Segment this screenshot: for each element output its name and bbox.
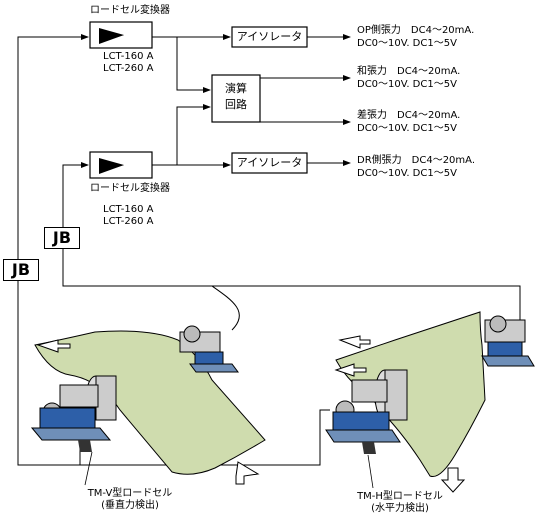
caption-tm-v-line1: TM-V型ロードセル	[87, 488, 173, 499]
converter-model-top-1: LCT-160 A	[103, 51, 154, 62]
output-dr-line1: DR側張力 DC4～20mA.	[357, 155, 476, 166]
output-sum-line2: DC0～10V. DC1～5V	[357, 79, 457, 90]
converter-model-top-2: LCT-260 A	[103, 63, 154, 74]
tm-v-illustration	[30, 325, 266, 485]
junction-box-small: JB	[44, 227, 80, 249]
output-op-line2: DC0～10V. DC1～5V	[357, 38, 457, 49]
converter-title-top: ロードセル変換器	[90, 5, 170, 16]
caption-tm-v-line2: (垂直力検出)	[101, 500, 159, 511]
converter-box-top	[89, 21, 153, 49]
output-dr-line2: DC0～10V. DC1～5V	[357, 168, 457, 179]
isolator-label-bottom: アイソレータ	[236, 156, 303, 169]
tm-h-illustration	[325, 311, 535, 493]
isolator-label-top: アイソレータ	[236, 30, 303, 43]
converter-title-bottom: ロードセル変換器	[90, 183, 170, 194]
junction-box-large: JB	[3, 259, 39, 281]
output-diff-line2: DC0～10V. DC1～5V	[357, 123, 457, 134]
output-op-line1: OP側張力 DC4～20mA.	[357, 25, 475, 36]
output-sum-line1: 和張力 DC4～20mA.	[357, 66, 461, 77]
caption-tm-h-line1: TM-H型ロードセル	[357, 491, 443, 502]
compute-box	[211, 74, 261, 123]
output-diff-line1: 差張力 DC4～20mA.	[357, 110, 461, 121]
compute-label-2: 回路	[225, 98, 247, 111]
caption-pointer-left	[84, 451, 93, 486]
converter-model-bottom-1: LCT-160 A	[103, 204, 154, 215]
caption-tm-h-line2: (水平力検出)	[371, 503, 429, 514]
converter-box-bottom	[89, 151, 153, 179]
caption-pointer-right	[367, 454, 374, 489]
compute-label-1: 演算	[225, 82, 247, 95]
converter-model-bottom-2: LCT-260 A	[103, 216, 154, 227]
